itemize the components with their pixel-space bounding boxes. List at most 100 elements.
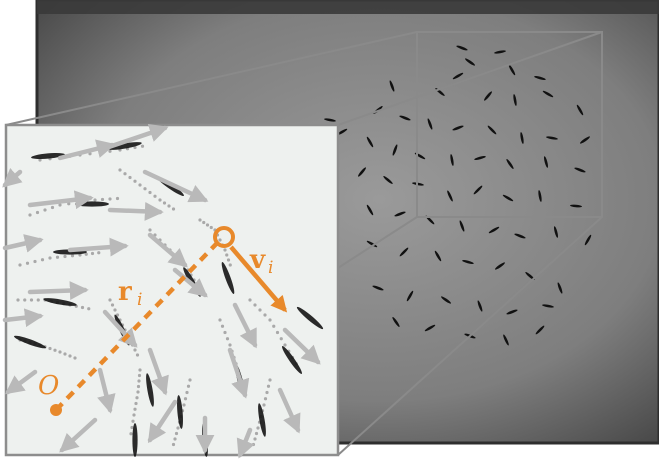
trail-dot bbox=[148, 190, 152, 195]
trail-dot bbox=[108, 298, 112, 302]
trail-dot bbox=[23, 298, 27, 302]
trail-dot bbox=[50, 205, 55, 210]
velocity-arrow bbox=[2, 234, 44, 253]
inset-fish bbox=[146, 373, 154, 407]
trail-dot bbox=[16, 298, 20, 302]
inset-fish bbox=[14, 335, 46, 349]
background-fish bbox=[336, 128, 348, 136]
background-fish bbox=[525, 272, 535, 280]
background-fish bbox=[392, 317, 400, 327]
trail-dot bbox=[135, 396, 139, 400]
trail-dot bbox=[272, 324, 276, 328]
trail-dot bbox=[220, 324, 225, 328]
velocity-arrow bbox=[2, 167, 23, 188]
background-fish bbox=[427, 118, 433, 130]
velocity-arrow bbox=[107, 201, 164, 221]
trail-dot bbox=[135, 353, 140, 357]
trail-dot bbox=[162, 201, 167, 205]
trail-dot bbox=[78, 253, 82, 257]
background-fish bbox=[324, 118, 336, 122]
trail-dot bbox=[198, 218, 202, 222]
trail-dot bbox=[138, 368, 142, 372]
velocity-arrow bbox=[147, 232, 188, 268]
background-fish bbox=[542, 304, 554, 308]
trail-dot bbox=[93, 198, 97, 202]
trail-dot bbox=[28, 213, 32, 217]
background-fish bbox=[441, 296, 451, 304]
trail-dot bbox=[35, 210, 40, 215]
trail-dot bbox=[148, 228, 152, 232]
trail-dot bbox=[263, 397, 268, 401]
background-fish bbox=[534, 76, 546, 80]
trail-dot bbox=[174, 431, 179, 436]
background-fish bbox=[502, 194, 514, 202]
trail-dot bbox=[218, 238, 222, 242]
trail-dot bbox=[63, 254, 67, 259]
background-fish bbox=[546, 136, 558, 140]
background-fish bbox=[584, 234, 592, 246]
velocity-arrow bbox=[97, 367, 116, 414]
velocity-label: v bbox=[249, 245, 266, 275]
inset-fish bbox=[75, 201, 109, 207]
trail-dot bbox=[266, 384, 271, 388]
inset-fish bbox=[43, 298, 77, 306]
trail-dot bbox=[130, 425, 134, 430]
background-fish bbox=[508, 64, 516, 76]
background-fish bbox=[447, 190, 453, 202]
trail-dot bbox=[136, 384, 141, 389]
background-fish bbox=[474, 156, 486, 160]
trail-dot bbox=[118, 168, 122, 172]
trail-dot bbox=[253, 303, 257, 307]
trail-dot bbox=[202, 220, 206, 225]
trail-dot bbox=[129, 432, 133, 436]
background-fish bbox=[487, 125, 497, 135]
trail-dot bbox=[87, 307, 91, 311]
background-fish bbox=[383, 176, 393, 184]
trail-dot bbox=[48, 256, 52, 260]
velocity-arrow bbox=[4, 369, 38, 395]
trail-dot bbox=[108, 197, 112, 201]
background-fish bbox=[366, 136, 374, 148]
trail-dot bbox=[48, 346, 52, 351]
background-fish bbox=[544, 156, 548, 168]
background-fish bbox=[450, 154, 454, 166]
background-fish bbox=[580, 136, 590, 144]
velocity-arrow bbox=[57, 139, 116, 161]
background-fish bbox=[514, 233, 526, 239]
inset-fish bbox=[258, 403, 266, 437]
background-fish bbox=[372, 285, 384, 291]
trail-dot bbox=[262, 403, 266, 407]
trail-dot bbox=[97, 251, 101, 255]
trail-dot bbox=[38, 158, 42, 162]
background-fish bbox=[538, 190, 542, 202]
trail-dot bbox=[133, 407, 137, 411]
trail-dot bbox=[29, 298, 34, 302]
velocity-arrow bbox=[172, 267, 208, 298]
background-fish bbox=[392, 144, 398, 156]
background-fish bbox=[456, 45, 468, 51]
inset-fish bbox=[108, 142, 142, 150]
background-fish bbox=[503, 334, 509, 346]
trail-dot bbox=[138, 183, 142, 187]
background-fish bbox=[406, 290, 414, 302]
trail-dot bbox=[171, 442, 176, 447]
background-fish bbox=[506, 309, 518, 315]
inset-fish bbox=[177, 395, 183, 429]
trail-dot bbox=[186, 384, 191, 388]
background-fish-group bbox=[324, 45, 592, 346]
velocity-subscript: i bbox=[268, 258, 273, 278]
trail-dot bbox=[258, 308, 262, 312]
radius-subscript: i bbox=[137, 290, 142, 310]
velocity-arrow bbox=[147, 399, 178, 444]
trail-dot bbox=[53, 348, 57, 352]
velocity-arrow bbox=[147, 347, 169, 396]
trail-dot bbox=[123, 172, 127, 176]
origin-label: O bbox=[38, 371, 59, 401]
trail-dot bbox=[115, 313, 120, 317]
background-fish bbox=[366, 240, 378, 248]
trail-dot bbox=[43, 208, 47, 212]
background-fish bbox=[366, 204, 374, 216]
trail-dot bbox=[133, 179, 137, 183]
background-fish bbox=[473, 185, 483, 195]
zoom-frame bbox=[5, 31, 603, 456]
